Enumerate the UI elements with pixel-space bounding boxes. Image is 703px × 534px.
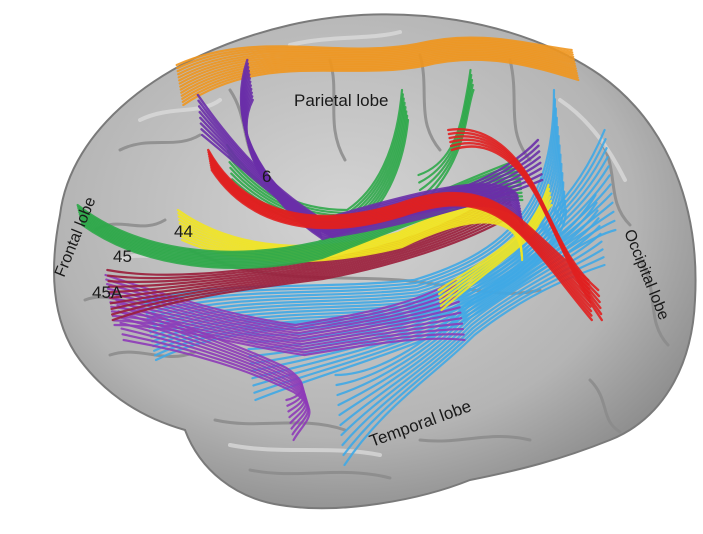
area-45-label: 45 [113,247,132,266]
parietal-lobe-label: Parietal lobe [294,91,389,110]
area-6-label: 6 [262,167,271,186]
area-44-label: 44 [174,222,193,241]
area-45a-label: 45A [92,283,123,302]
